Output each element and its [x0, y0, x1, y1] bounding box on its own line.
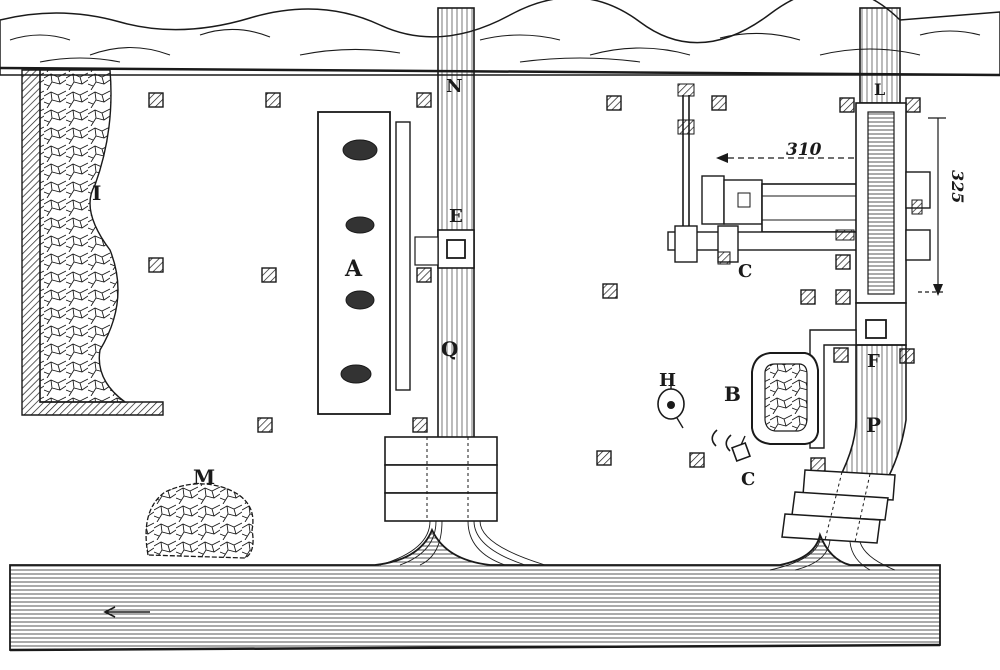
label-e: E [449, 206, 463, 227]
dimension-310: 310 [716, 140, 858, 163]
label-q: Q [441, 337, 458, 361]
label-m: M [193, 465, 215, 489]
machinery-c [667, 83, 859, 265]
labels: N E Q A I M C B H C F P L [92, 76, 885, 490]
small-parts-c [711, 429, 751, 462]
label-h: H [659, 370, 676, 391]
label-i: I [92, 181, 101, 205]
label-c-bottom: C [741, 469, 755, 490]
rubble-pile-m [145, 483, 254, 559]
label-l: L [874, 80, 885, 99]
left-wall [21, 69, 164, 416]
furnace-b [751, 352, 819, 445]
device-h [657, 376, 685, 429]
label-f: F [867, 351, 880, 372]
label-a: A [344, 256, 363, 282]
label-p: P [866, 413, 881, 437]
millstone-frame-a [317, 111, 411, 415]
dimension-325-label: 325 [948, 170, 967, 203]
top-rock-border [0, 0, 1000, 77]
river [9, 527, 941, 652]
label-n: N [446, 76, 462, 97]
label-b: B [724, 382, 741, 406]
dimension-310-label: 310 [786, 140, 822, 160]
label-c-top: C [738, 261, 752, 282]
channel-n-q [379, 7, 546, 566]
trough-l-f-p: 325 [769, 7, 967, 571]
